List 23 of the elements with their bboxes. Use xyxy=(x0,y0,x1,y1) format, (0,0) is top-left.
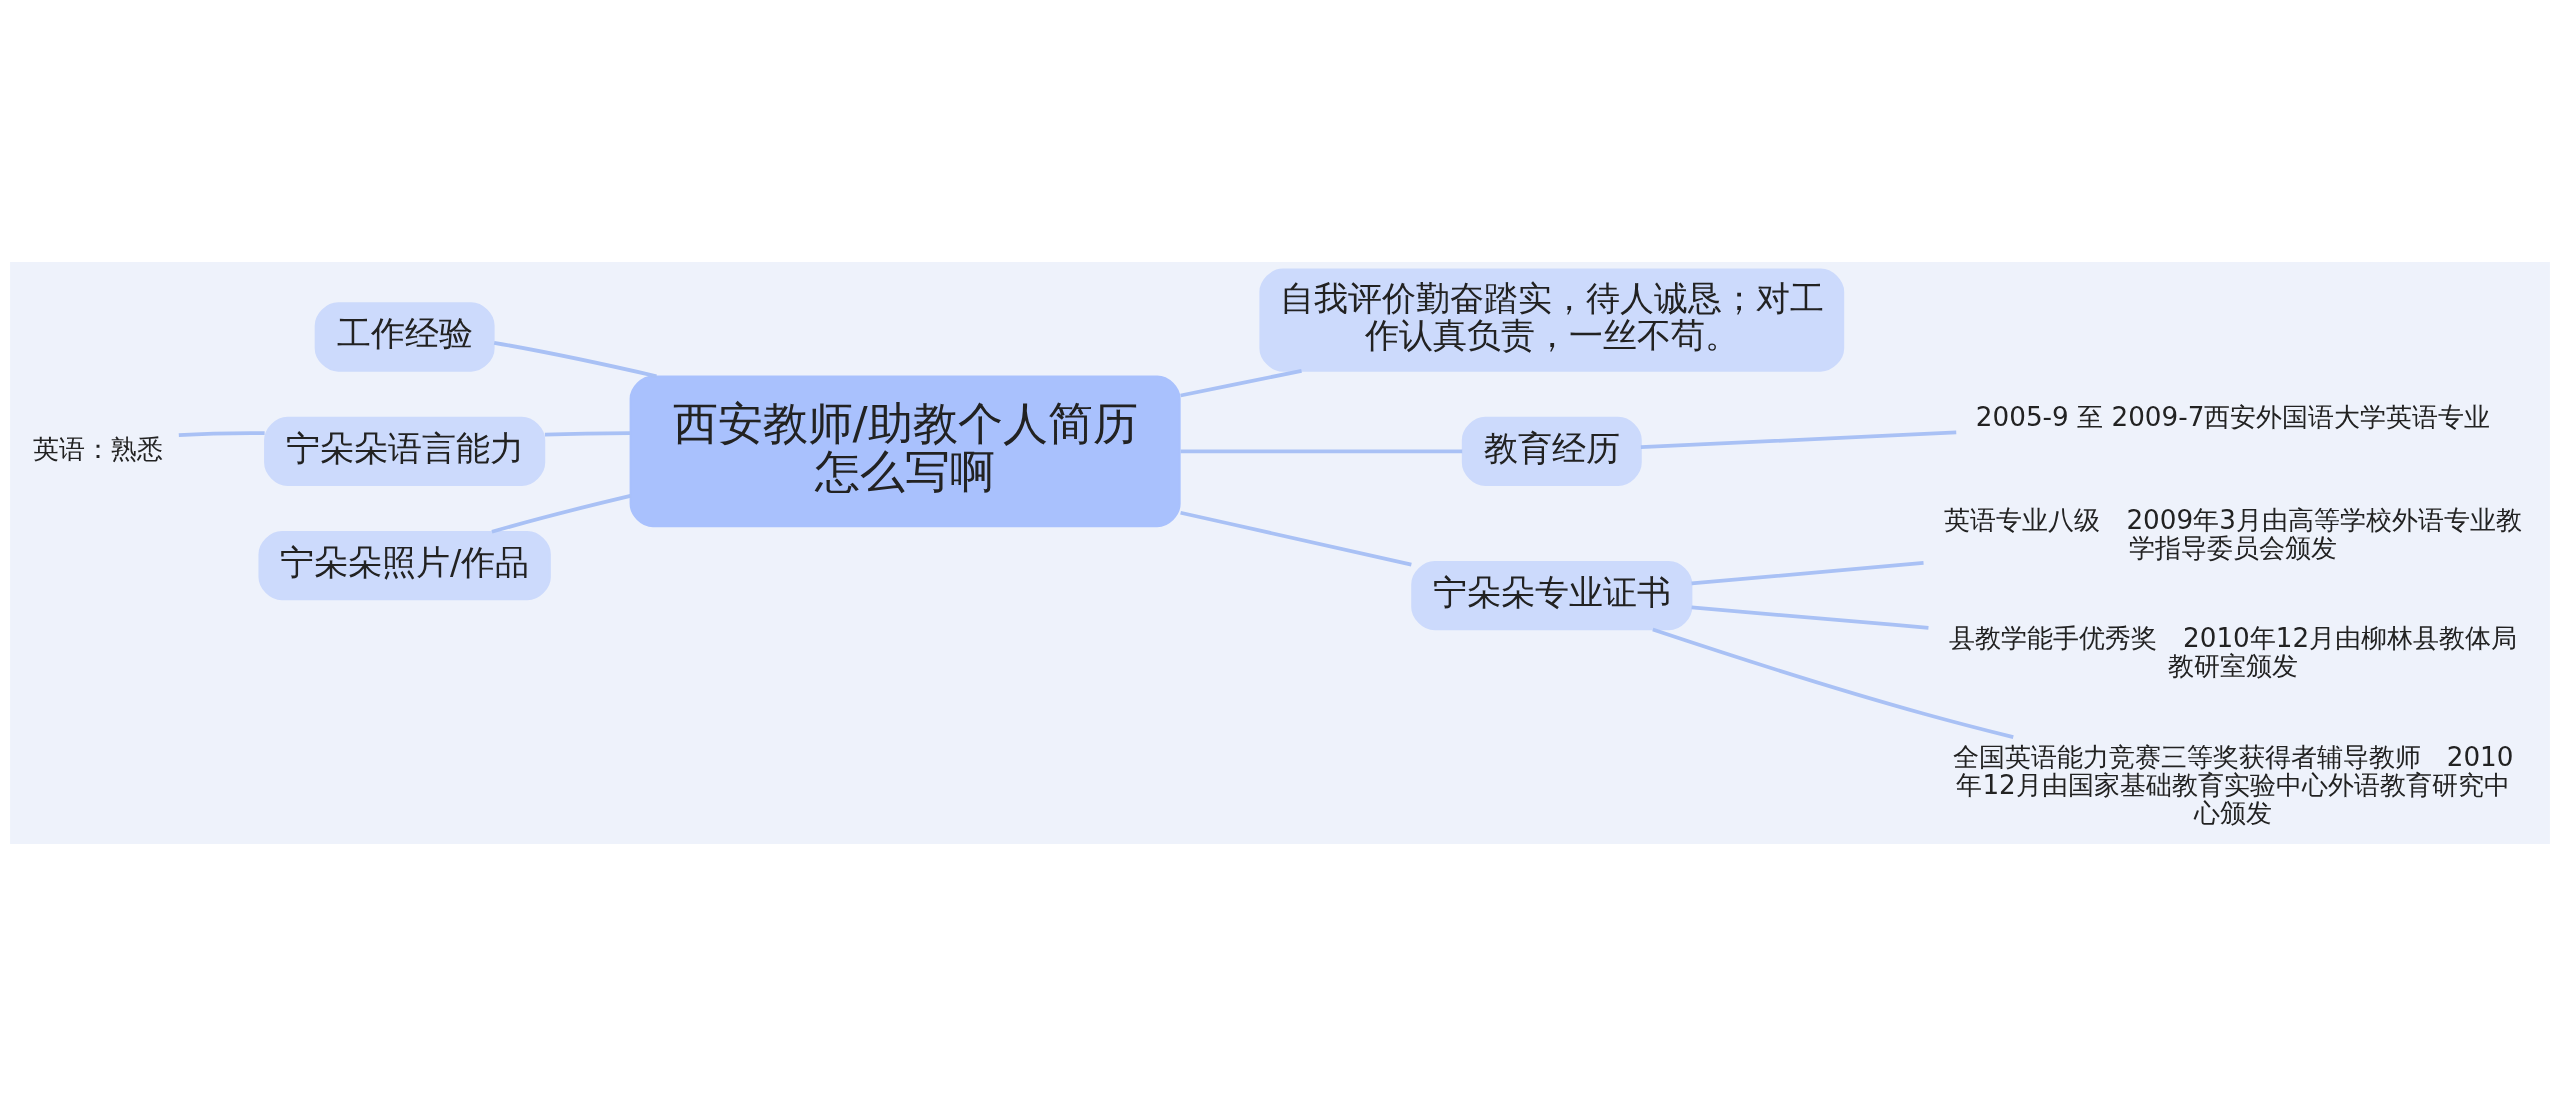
node-box: 工作经验 xyxy=(314,302,495,372)
node-box: 宁朵朵专业证书 xyxy=(1411,560,1693,631)
node-text: 英语：熟悉 xyxy=(33,434,164,465)
connector xyxy=(1652,627,2014,739)
node-text: 2005-9 至 2009-7西安外国语大学英语专业 xyxy=(1975,402,2491,433)
connector xyxy=(178,431,265,437)
connector xyxy=(1691,561,1924,586)
connector xyxy=(491,494,631,534)
node-box: 宁朵朵照片/作品 xyxy=(258,530,551,601)
node-box: 西安教师/助教个人简历怎么写啊 xyxy=(629,375,1181,528)
node-box: 教育经历 xyxy=(1461,416,1642,486)
connector xyxy=(1640,430,1957,450)
connector xyxy=(1691,605,1929,630)
connector xyxy=(1180,510,1412,567)
connector xyxy=(1180,449,1463,454)
connector xyxy=(544,431,631,437)
connector xyxy=(1180,368,1302,398)
node-box: 宁朵朵语言能力 xyxy=(264,416,546,486)
node-text: 全国英语能力竞赛三等奖获得者辅导教师 2010年12月由国家基础教育实验中心外语教育研究中心颁发 xyxy=(1952,741,2514,828)
node-box: 自我评价勤奋踏实，待人诚恳；对工作认真负责，一丝不苟。 xyxy=(1259,268,1845,372)
node-text: 县教学能手优秀奖 2010年12月由柳林县教体局教研室颁发 xyxy=(1949,622,2518,681)
connector xyxy=(493,340,657,379)
node-text: 英语专业八级 2009年3月由高等学校外语专业教学指导委员会颁发 xyxy=(1944,504,2522,563)
